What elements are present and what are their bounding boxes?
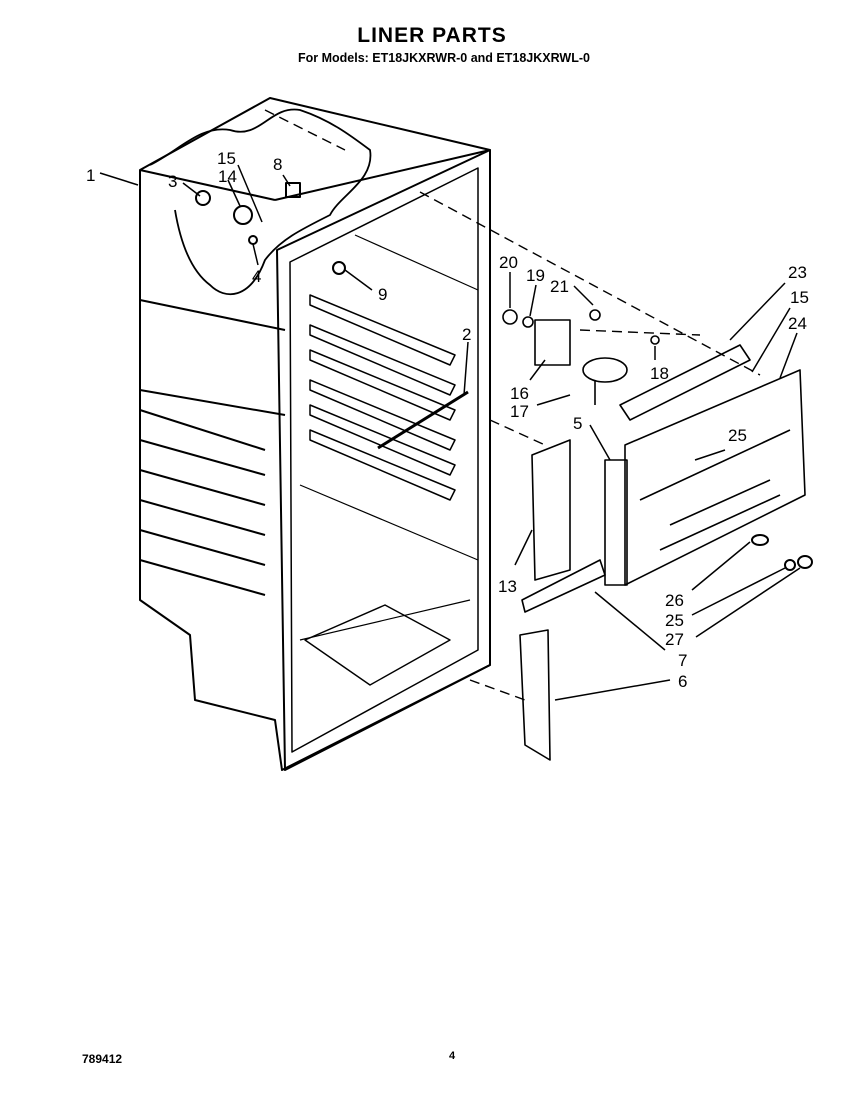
assembly-lines bbox=[264, 109, 761, 701]
callout-6: 6 bbox=[678, 672, 687, 691]
callout-17: 17 bbox=[510, 402, 529, 421]
callout-15-upper: 15 bbox=[217, 149, 236, 168]
shelf-rails bbox=[309, 294, 456, 501]
callout-21: 21 bbox=[550, 277, 569, 296]
callout-7: 7 bbox=[678, 651, 687, 670]
page-title: LINER PARTS bbox=[357, 24, 507, 47]
callout-20: 20 bbox=[499, 253, 518, 272]
callout-16: 16 bbox=[510, 384, 529, 403]
callout-9: 9 bbox=[378, 285, 387, 304]
thermostat-knob-14 bbox=[233, 205, 253, 225]
bracket-8 bbox=[285, 182, 301, 198]
model-subtitle: For Models: ET18JKXRWR-0 and ET18JKXRWL-… bbox=[298, 51, 590, 65]
callout-14: 14 bbox=[218, 167, 237, 186]
callout-5: 5 bbox=[573, 414, 582, 433]
sensor-bulb bbox=[377, 390, 469, 450]
clip-27 bbox=[797, 555, 813, 569]
document-number: 789412 bbox=[82, 1052, 123, 1066]
grommet-3 bbox=[195, 190, 211, 206]
callout-26: 26 bbox=[665, 591, 684, 610]
callout-8: 8 bbox=[273, 155, 282, 174]
fan-motor bbox=[502, 309, 660, 366]
callout-23: 23 bbox=[788, 263, 807, 282]
callout-3: 3 bbox=[168, 172, 177, 191]
refrigerator-cabinet bbox=[139, 97, 491, 771]
air-duct-parts bbox=[519, 439, 606, 761]
leader-lines bbox=[99, 164, 801, 701]
callout-25-upper: 25 bbox=[728, 426, 747, 445]
callout-19: 19 bbox=[526, 266, 545, 285]
callout-15-right: 15 bbox=[790, 288, 809, 307]
evaporator-cover-assembly bbox=[582, 344, 806, 586]
liner-frame bbox=[276, 149, 491, 771]
callout-1: 1 bbox=[86, 166, 95, 185]
callout-25-lower: 25 bbox=[665, 611, 684, 630]
shelf-screw-9 bbox=[332, 261, 346, 275]
callout-2: 2 bbox=[462, 325, 471, 344]
callout-24: 24 bbox=[788, 314, 807, 333]
callout-labels: 1 2 3 4 5 6 7 8 9 13 14 15 15 16 17 18 1… bbox=[86, 149, 809, 691]
drain-plug-26 bbox=[751, 534, 769, 546]
callout-4: 4 bbox=[252, 267, 261, 286]
screw-4 bbox=[248, 235, 258, 245]
callout-18: 18 bbox=[650, 364, 669, 383]
screw-25b bbox=[784, 559, 796, 571]
callout-27: 27 bbox=[665, 630, 684, 649]
callout-13: 13 bbox=[498, 577, 517, 596]
page-number: 4 bbox=[449, 1050, 456, 1062]
